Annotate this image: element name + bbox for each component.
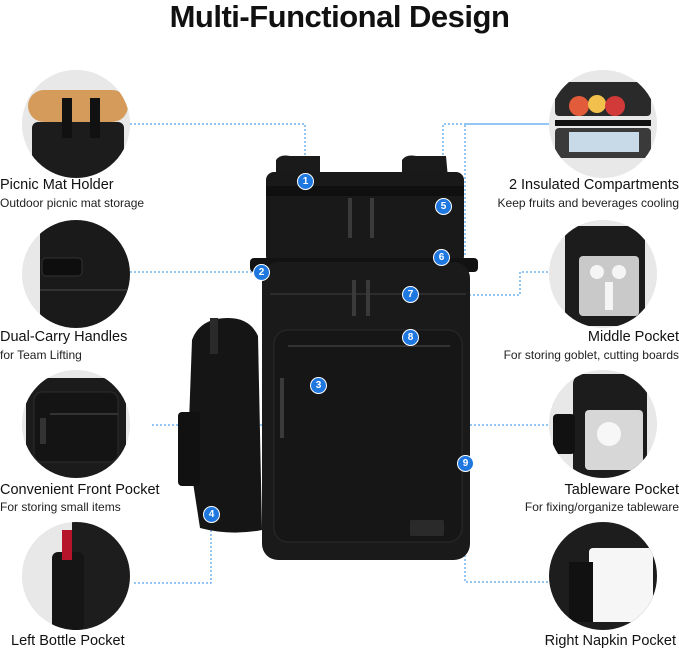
feature-sub-insulated-compartments: Keep fruits and beverages cooling [497,196,679,210]
picnic-mat-holder-photo-icon [22,70,130,178]
callout-badge-3: 3 [310,377,327,394]
napkin-pocket-photo-icon [549,522,657,630]
callout-badge-9: 9 [457,455,474,472]
feature-label-left-bottle-pocket: Left Bottle Pocket [11,633,125,649]
callout-badge-8: 8 [402,329,419,346]
page-title: Multi-Functional Design [169,0,510,34]
feature-sub-picnic-mat-holder: Outdoor picnic mat storage [0,196,145,210]
feature-label-tableware-pocket: Tableware Pocket [564,482,679,498]
callout-badge-5: 5 [435,198,452,215]
carry-handle-photo-icon [22,220,130,328]
callout-badge-1: 1 [297,173,314,190]
front-pocket-photo-icon [22,370,130,478]
feature-sub-middle-pocket: For storing goblet, cutting boards [503,348,679,362]
callout-line-4 [134,520,212,584]
feature-label-middle-pocket: Middle Pocket [587,329,679,345]
tableware-pocket-photo-icon [549,370,657,478]
middle-pocket-photo-icon [549,220,657,328]
feature-label-front-pocket: Convenient Front Pocket [0,482,160,498]
feature-label-right-napkin-pocket: Right Napkin Pocket [544,633,676,649]
insulated-compartment-photo-icon [549,70,657,178]
callout-badge-2: 2 [253,264,270,281]
feature-sub-tableware-pocket: For fixing/organize tableware [524,500,679,514]
feature-sub-dual-carry-handles: for Team Lifting [0,348,82,362]
callout-badge-7: 7 [402,286,419,303]
callout-badge-6: 6 [433,249,450,266]
callout-badge-4: 4 [203,506,220,523]
feature-label-picnic-mat-holder: Picnic Mat Holder [0,177,114,193]
feature-sub-front-pocket: For storing small items [0,500,121,514]
feature-label-dual-carry-handles: Dual-Carry Handles [0,329,128,345]
feature-label-insulated-compartments: 2 Insulated Compartments [508,177,679,193]
bottle-pocket-photo-icon [22,522,130,630]
